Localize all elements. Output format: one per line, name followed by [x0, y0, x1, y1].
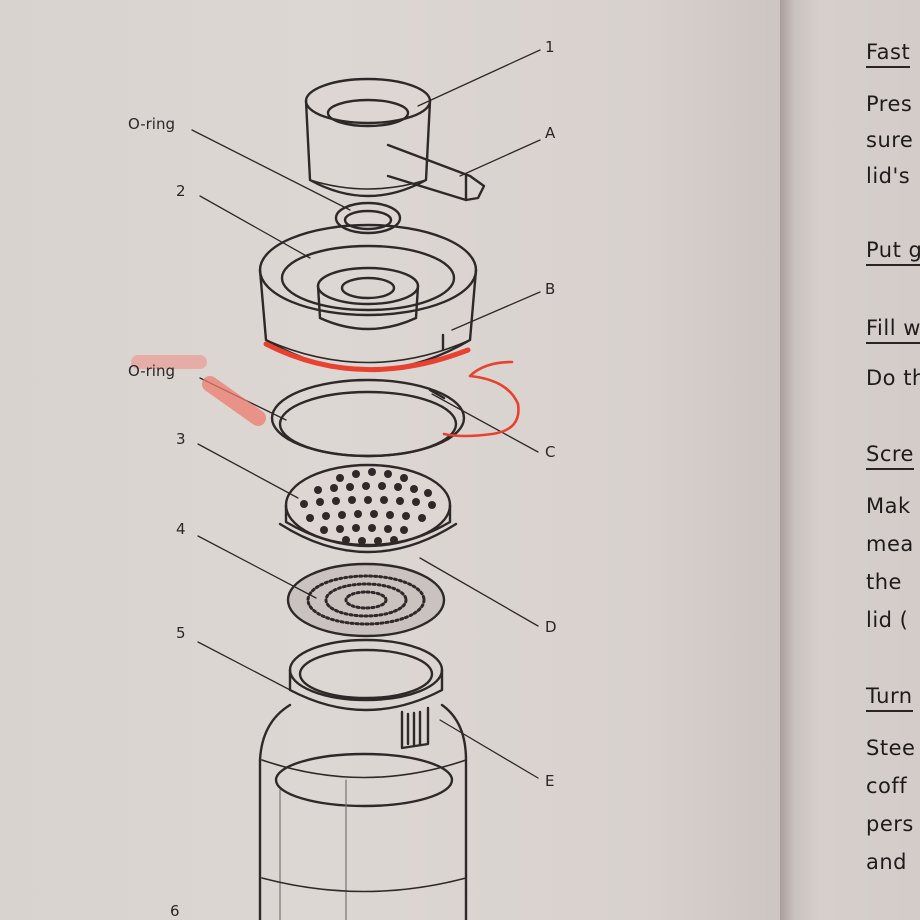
text-line: coff — [866, 774, 908, 798]
text-line: Pres — [866, 92, 913, 116]
callout-oring-top: O-ring — [128, 115, 175, 133]
text-line: Stee — [866, 736, 916, 760]
callout-2: 2 — [176, 182, 186, 200]
text-line: the — [866, 570, 902, 594]
part-3-perforated-disc — [278, 463, 458, 554]
text-line: mea — [866, 532, 914, 556]
heading-fill: Fill w — [866, 316, 920, 344]
text-line: lid ( — [866, 608, 909, 632]
red-annotation — [131, 341, 520, 438]
heading-put: Put g — [866, 238, 920, 266]
text-line: pers — [866, 812, 914, 836]
callout-A: A — [545, 124, 556, 142]
disc-holes — [300, 468, 436, 545]
part-4-mesh-filter — [286, 562, 446, 638]
text-line: Do th — [866, 366, 920, 390]
callout-6: 6 — [170, 902, 180, 920]
heading-fasten: Fast — [866, 40, 911, 68]
part-5-collar — [288, 638, 444, 750]
heading-screw: Scre — [866, 442, 914, 470]
callout-1: 1 — [545, 38, 555, 56]
callout-B: B — [545, 280, 556, 298]
callout-E: E — [545, 772, 555, 790]
part-2-housing — [258, 223, 478, 372]
callout-D: D — [545, 618, 557, 636]
heading-turn: Turn — [866, 684, 913, 712]
text-line: Mak — [866, 494, 911, 518]
callout-oring-mid: O-ring — [128, 362, 175, 380]
text-line: lid's — [866, 164, 911, 188]
annotation-underline — [263, 341, 471, 373]
annotation-arrow — [442, 360, 520, 438]
part-1-cup — [304, 77, 486, 202]
callout-3: 3 — [176, 430, 186, 448]
facing-page — [780, 0, 920, 920]
callout-4: 4 — [176, 520, 186, 538]
callout-5: 5 — [176, 624, 186, 642]
text-line: and — [866, 850, 908, 874]
leader-lines — [191, 49, 541, 779]
part-6-vessel — [258, 703, 468, 920]
callout-C: C — [545, 443, 556, 461]
text-line: sure — [866, 128, 914, 152]
oring-large — [270, 378, 466, 458]
